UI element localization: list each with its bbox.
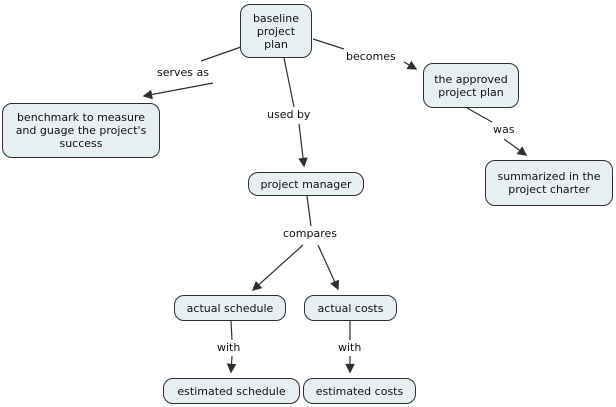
node-summarized-in-project-charter[interactable]: summarized in the project charter	[485, 160, 613, 206]
edge-label-serves-as: serves as	[155, 66, 211, 79]
edge-baseline-to-used-by	[283, 57, 295, 108]
edge-baseline-to-becomes	[312, 38, 345, 50]
node-actual-schedule[interactable]: actual schedule	[174, 295, 286, 321]
node-actual-costs[interactable]: actual costs	[304, 295, 397, 321]
edge-baseline-to-serves-as	[200, 46, 242, 62]
edge-compares-to-actual-schedule-arrow	[251, 244, 304, 291]
edge-approved-to-was	[466, 107, 493, 123]
edge-label-used-by: used by	[265, 108, 313, 121]
node-the-approved-project-plan[interactable]: the approved project plan	[423, 63, 519, 108]
edge-serves-as-to-benchmark-arrow	[142, 82, 214, 100]
node-benchmark-to-measure[interactable]: benchmark to measure and guage the proje…	[2, 103, 160, 158]
edge-was-to-summarized-arrow	[503, 138, 528, 156]
node-estimated-costs[interactable]: estimated costs	[303, 378, 416, 404]
edge-label-with-costs: with	[336, 341, 364, 354]
node-baseline-project-plan[interactable]: baseline project plan	[240, 4, 312, 58]
edge-manager-to-compares	[306, 195, 312, 227]
node-estimated-schedule[interactable]: estimated schedule	[163, 378, 300, 404]
edge-label-becomes: becomes	[344, 50, 398, 63]
edge-actual-schedule-to-with	[230, 320, 233, 341]
edge-with-to-estimated-schedule-arrow	[226, 355, 237, 374]
edge-label-with-schedule: with	[215, 341, 243, 354]
edge-becomes-to-approved-arrow	[403, 60, 418, 70]
node-project-manager[interactable]: project manager	[248, 172, 364, 196]
edge-label-compares: compares	[281, 227, 339, 240]
edge-label-was: was	[491, 123, 517, 136]
edge-used-by-to-manager-arrow	[298, 123, 308, 168]
edge-compares-to-actual-costs-arrow	[317, 244, 339, 291]
